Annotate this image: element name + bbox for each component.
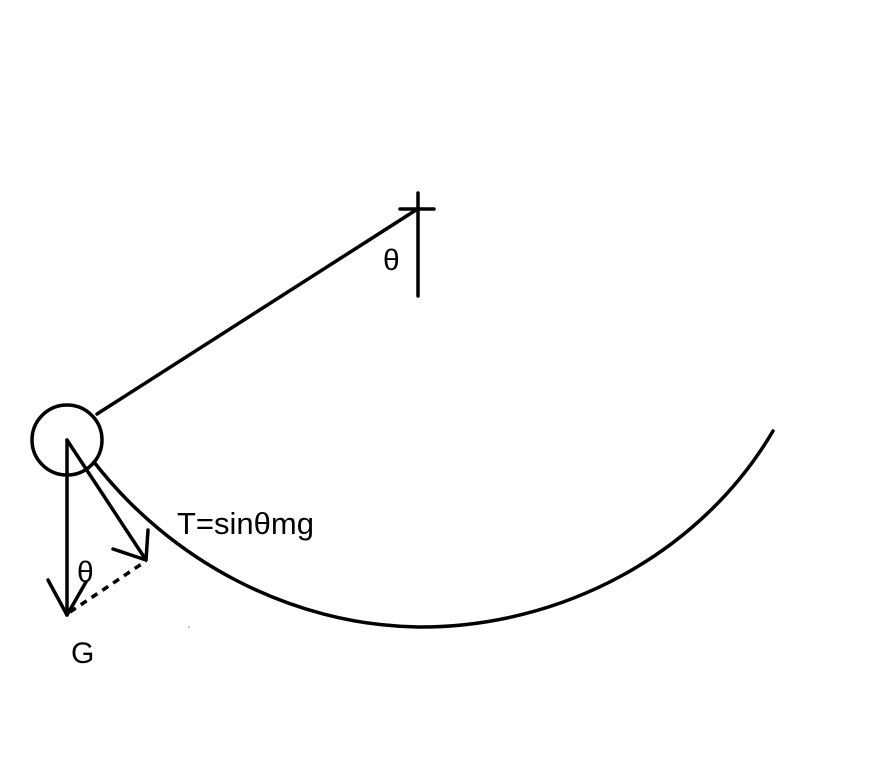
gravity-label: G — [71, 637, 94, 670]
tangential-force-arrowhead — [111, 528, 150, 562]
pendulum-string — [95, 208, 418, 416]
projection-dashed-line — [69, 559, 147, 614]
tension-formula-label: T=sinθmg — [177, 506, 314, 541]
gravity-arrowhead — [46, 578, 88, 617]
theta-pivot-label: θ — [383, 244, 400, 277]
theta-force-label: θ — [77, 556, 94, 589]
swing-arc-path — [92, 429, 775, 629]
tangential-force-vector — [65, 438, 148, 562]
stray-dot — [188, 626, 190, 628]
